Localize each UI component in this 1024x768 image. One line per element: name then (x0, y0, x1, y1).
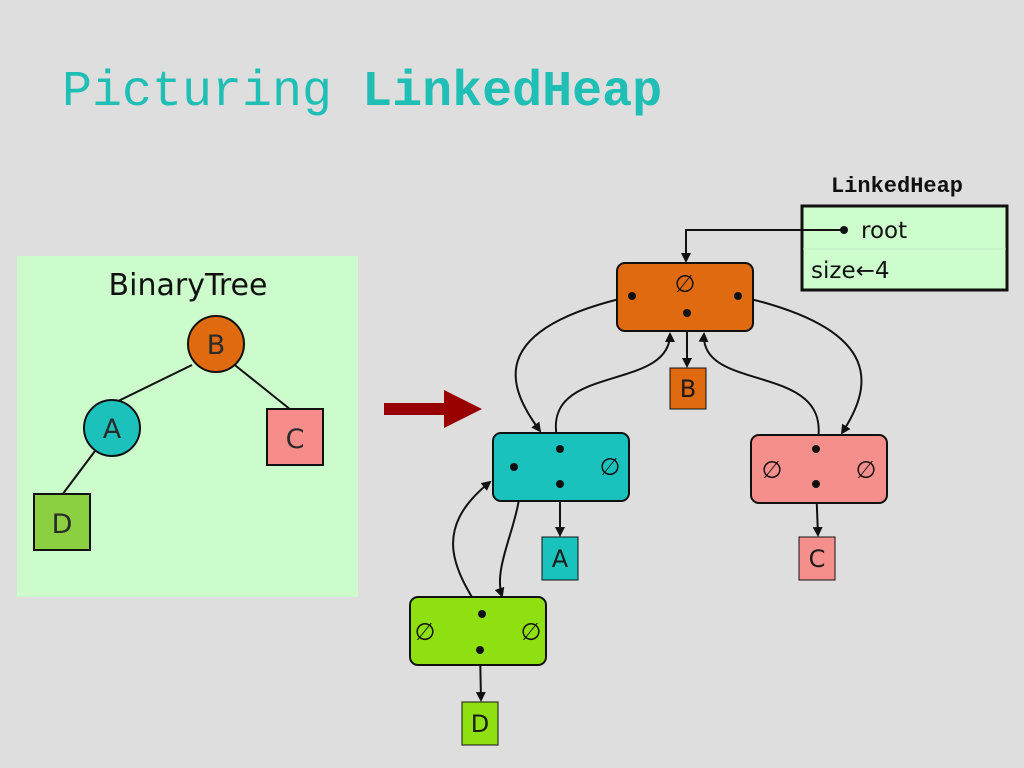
heap-node-D-box (409, 596, 547, 666)
heap-node-D: ∅ ∅ (409, 596, 547, 666)
heap-node-D-left-null: ∅ (415, 618, 436, 646)
heap-node-A-right-null: ∅ (600, 453, 621, 481)
D-parent-pointer (452, 480, 492, 615)
tree-edge-A-D (61, 450, 96, 496)
slide-title: Picturing LinkedHeap (62, 64, 662, 121)
tree-node-C-square (266, 408, 324, 466)
heap-node-B-left-dot (628, 292, 636, 300)
heap-value-A-box (541, 536, 579, 581)
heap-value-C: C (798, 536, 836, 581)
tree-node-D-label: D (52, 509, 73, 540)
tree-node-D: D (33, 493, 91, 551)
heap-value-D-label: D (471, 710, 489, 738)
tree-node-C: C (266, 408, 324, 466)
heap-node-A-value-dot (556, 480, 564, 488)
heap-node-A: ∅ (492, 432, 630, 502)
transform-arrow-head (444, 390, 482, 428)
heap-node-A-box (492, 432, 630, 502)
tree-node-A: A (83, 399, 141, 457)
title-prefix: Picturing (62, 64, 363, 121)
heap-node-C-right-null: ∅ (856, 456, 877, 484)
heap-value-D-box (461, 701, 499, 746)
heap-node-B-value-dot (683, 309, 691, 317)
heap-node-B-parent-null: ∅ (675, 270, 696, 298)
root-field-label: root (861, 218, 907, 244)
size-field-label: size←4 (811, 258, 890, 284)
binary-tree-label: BinaryTree (109, 268, 268, 303)
heap-node-C-parent-dot (812, 445, 820, 453)
root-pointer-arrow (681, 229, 844, 263)
heap-node-C-box (750, 434, 888, 504)
linked-heap-title: LinkedHeap (831, 174, 963, 199)
linked-heap-box (800, 204, 1009, 292)
B-right-child-pointer (737, 295, 863, 435)
tree-node-B: B (187, 315, 245, 373)
A-parent-pointer (554, 332, 675, 450)
heap-node-D-value-dot (476, 646, 484, 654)
heap-node-A-parent-dot (556, 445, 564, 453)
heap-node-C-value-dot (812, 480, 820, 488)
tree-node-D-square (33, 493, 91, 551)
tree-node-B-label: B (207, 330, 226, 361)
heap-node-C-left-null: ∅ (762, 456, 783, 484)
tree-node-A-circle (83, 399, 141, 457)
transform-arrow (384, 390, 482, 428)
heap-value-A: A (541, 536, 579, 581)
heap-value-D: D (461, 701, 499, 746)
tree-node-B-circle (187, 315, 245, 373)
B-left-child-pointer (514, 295, 633, 433)
heap-node-D-right-null: ∅ (521, 618, 542, 646)
tree-edges (61, 361, 292, 496)
tree-node-C-label: C (286, 424, 305, 455)
binary-tree-panel: BinaryTree B A C D (17, 256, 358, 597)
C-parent-pointer (698, 332, 820, 450)
heap-value-C-box (798, 536, 836, 581)
tree-edge-B-C (230, 361, 292, 411)
heap-node-B-right-dot (734, 292, 742, 300)
binary-tree-diagram: BinaryTree B A C D (33, 268, 324, 551)
heap-node-C: ∅ ∅ (750, 434, 888, 504)
heap-node-B-box (616, 262, 754, 332)
heap-value-B-label: B (680, 375, 696, 403)
transform-arrow-shaft (384, 403, 446, 415)
heap-value-C-label: C (809, 545, 826, 573)
heap-value-B: B (669, 367, 707, 410)
heap-value-A-label: A (552, 545, 569, 573)
tree-node-A-label: A (103, 414, 122, 445)
tree-edge-B-A (109, 364, 193, 406)
heap-value-B-box (669, 367, 707, 410)
title-emphasis: LinkedHeap (362, 64, 663, 121)
heap-node-B: ∅ (616, 262, 754, 332)
linked-heap-object: LinkedHeap root size←4 (800, 174, 1009, 292)
heap-node-D-parent-dot (478, 610, 486, 618)
heap-node-A-left-dot (510, 463, 518, 471)
